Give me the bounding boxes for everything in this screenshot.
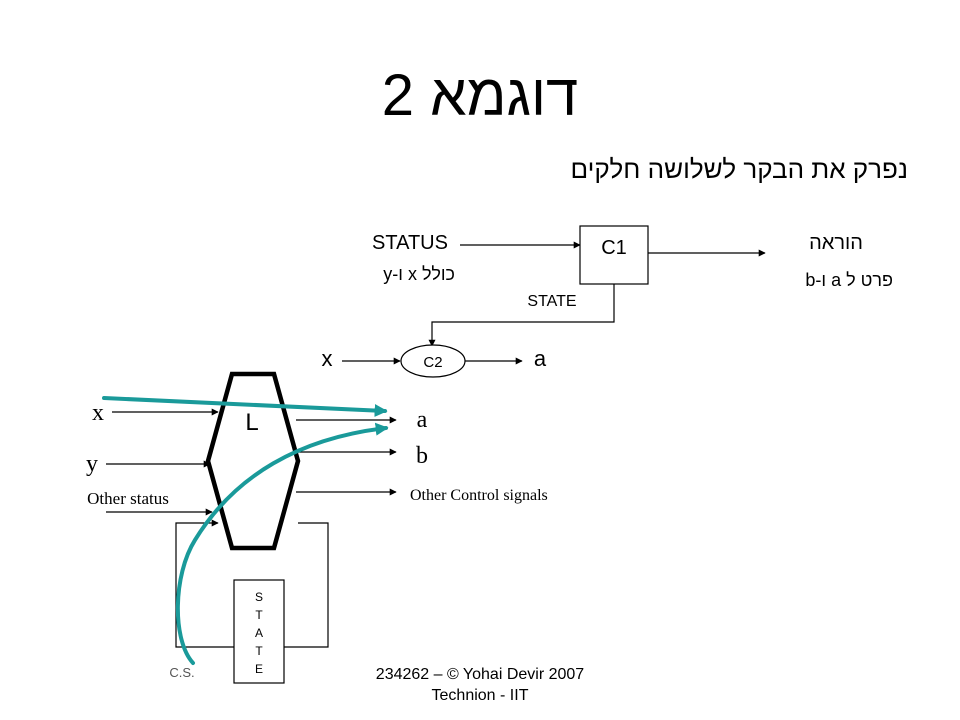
input-y-label: y <box>86 451 98 477</box>
logic-block-l <box>205 371 301 551</box>
state-letter: T <box>255 608 263 622</box>
highlight-arrow-cs-to-a <box>175 422 389 665</box>
instruction-label: הוראה <box>809 232 863 254</box>
footer-institution: Technion - IIT <box>432 687 529 704</box>
c2-label: C2 <box>423 354 442 371</box>
feedback-in-wire <box>175 519 234 648</box>
highlight-arrow-x-to-a <box>102 396 388 418</box>
slide-subtitle: נפרק את הבקר לשלושה חלקים <box>571 154 908 184</box>
status-label: STATUS <box>372 232 448 254</box>
cs-label: C.S. <box>169 665 194 680</box>
status-sublabel: כולל x ו-y <box>383 264 455 284</box>
state-letter: T <box>255 644 263 658</box>
output-b-label: b <box>416 443 428 469</box>
state-label: STATE <box>527 293 576 310</box>
state-register <box>233 579 285 684</box>
state-letter: E <box>255 662 263 676</box>
output-other-label: Other Control signals <box>410 487 548 504</box>
output-a-label: a <box>417 407 428 433</box>
c2-input-label: x <box>322 346 333 371</box>
input-other-status-label: Other status <box>87 489 169 508</box>
c1-to-c2-state-arrow <box>428 284 615 347</box>
footer-copyright: 234262 – © Yohai Devir 2007 <box>376 666 585 683</box>
slide-title: דוגמא 2 <box>382 63 578 128</box>
c1-label: C1 <box>601 237 627 259</box>
state-letter: S <box>255 590 263 604</box>
state-letter: A <box>255 626 263 640</box>
feedback-out-wire <box>284 522 329 648</box>
input-x-label: x <box>92 400 104 426</box>
logic-block-label: L <box>245 409 258 436</box>
c2-output-label: a <box>534 346 547 371</box>
instruction-sublabel: פרט ל a ו-b <box>805 270 893 290</box>
